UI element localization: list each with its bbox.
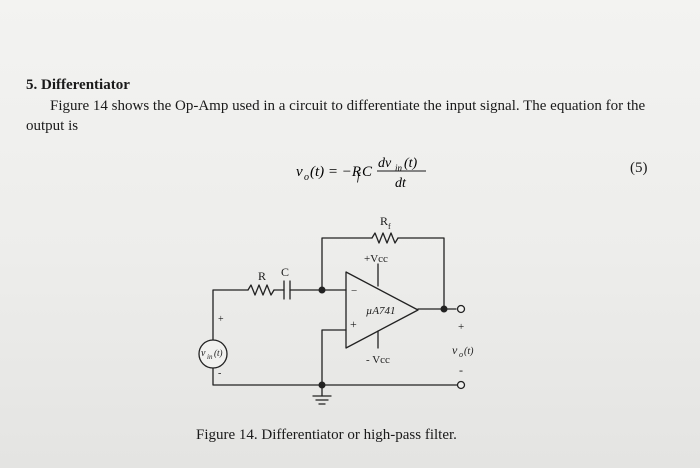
node-ground (318, 381, 326, 389)
section-heading: 5. Differentiator (26, 77, 130, 93)
label-rf-sub: f (388, 222, 391, 231)
ground-symbol (312, 395, 332, 405)
eq-lhs-sub: o (304, 172, 309, 183)
source-label-sub: in (207, 353, 213, 361)
label-opamp-model: µA741 (366, 305, 396, 317)
node-output (440, 305, 448, 313)
source-top-wire (212, 289, 249, 341)
label-vcc-pos: +Vcc (364, 253, 388, 265)
paragraph-text: Figure 14 shows the Op-Amp used in a cir… (26, 98, 646, 134)
source-plus-sign: + (218, 314, 224, 325)
source-label-arg: (t) (214, 348, 223, 358)
eq-numerator: dv (378, 156, 392, 171)
output-label-arg: (t) (464, 346, 474, 357)
feedback-wire-right (397, 237, 445, 310)
label-opamp-minus: − (351, 285, 357, 297)
eq-numerator-arg: (t) (404, 156, 418, 171)
equation-number: (5) (630, 160, 648, 176)
noninv-ground-wire (321, 329, 347, 386)
label-vcc-neg: - Vcc (366, 354, 390, 366)
output-plus-sign: + (458, 321, 464, 333)
output-minus-sign: - (459, 363, 463, 377)
label-opamp-plus: + (350, 317, 357, 331)
rf-resistor (371, 232, 399, 244)
label-r: R (258, 269, 266, 283)
output-terminal-top (456, 304, 466, 314)
eq-rf-sub: f (357, 172, 361, 183)
figure-caption: Figure 14. Differentiator or high-pass f… (196, 427, 457, 443)
eq-lhs-arg: (t) = −R (310, 164, 361, 180)
eq-lhs: v (296, 164, 303, 180)
eq-c: C (362, 164, 373, 180)
node-inverting (318, 286, 326, 294)
ground-rail (212, 367, 461, 386)
feedback-wire-left (321, 237, 373, 291)
output-label-sub: o (459, 350, 463, 359)
eq-denominator: dt (395, 176, 407, 191)
r-resistor (247, 284, 275, 296)
source-minus-sign: - (218, 368, 221, 379)
input-source-circle (198, 339, 228, 369)
label-c: C (281, 265, 289, 279)
section-paragraph: Figure 14 shows the Op-Amp used in a cir… (26, 96, 666, 136)
output-equation: v o (t) = −R f C dv in (t) dt (296, 156, 426, 191)
output-label: v (452, 343, 458, 357)
c-capacitor (283, 280, 291, 300)
eq-numerator-sub: in (395, 163, 403, 173)
opamp-triangle (345, 271, 419, 349)
label-rf: R (380, 214, 388, 228)
output-terminal-bottom (456, 380, 466, 390)
source-label: v (201, 348, 206, 359)
